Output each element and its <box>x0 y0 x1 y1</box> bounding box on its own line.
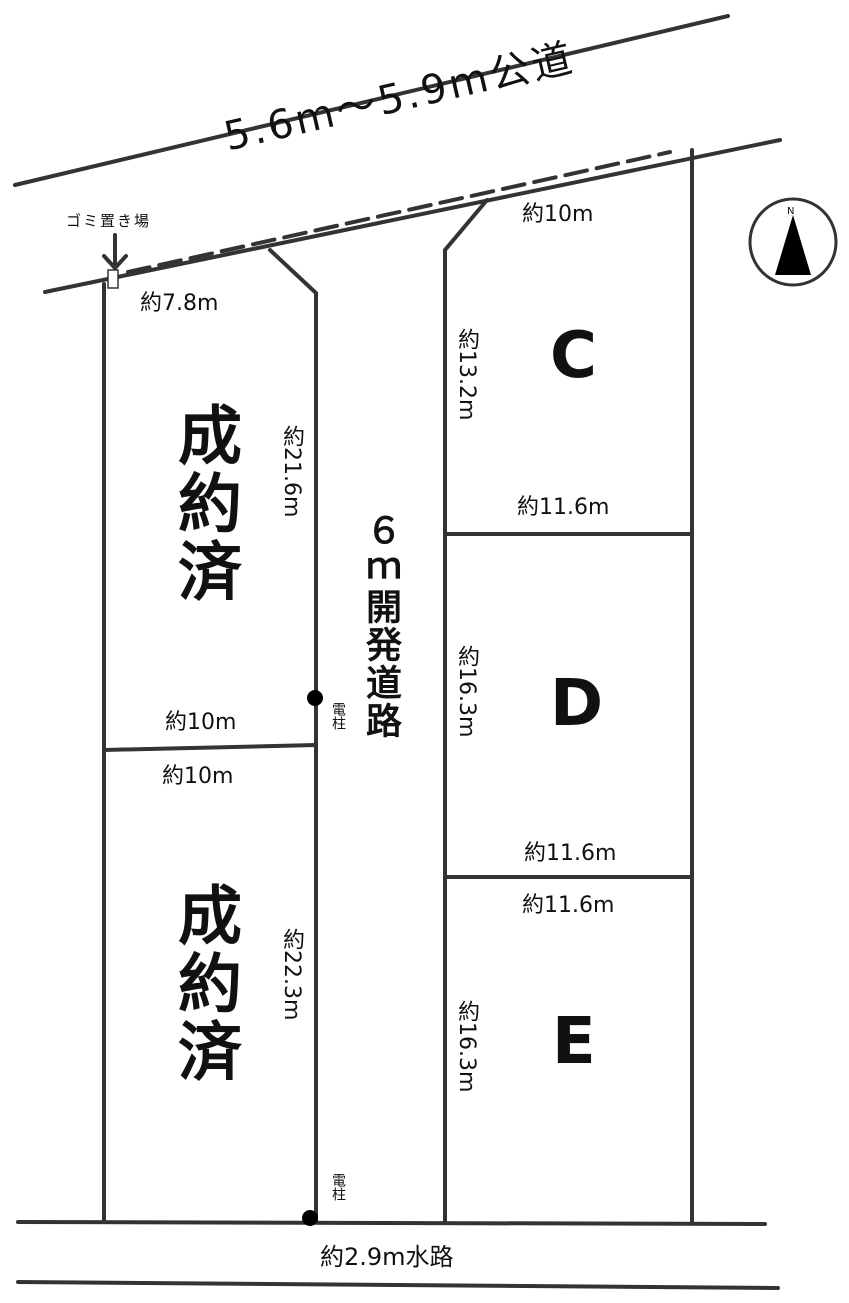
left-lots-right-boundary <box>268 248 318 1224</box>
lower-left-top-dimension: 約10m <box>162 764 234 789</box>
utility-pole-label: 電柱 <box>330 1173 346 1201</box>
lower-left-side-dimension: 約22.3m <box>279 928 304 1021</box>
lot-c-top-dimension: 約10m <box>522 202 594 227</box>
north-arrow-icon <box>748 197 838 287</box>
waterway-upper-edge <box>16 1220 767 1226</box>
lot-c-label: C <box>550 319 597 393</box>
utility-pole-dot <box>307 690 323 706</box>
lot-e-side-dimension: 約16.3m <box>454 1000 479 1093</box>
lot-d-label: D <box>550 667 604 741</box>
lot-d-side-dimension: 約16.3m <box>454 645 479 738</box>
public-road-upper-edge <box>13 14 730 187</box>
upper-left-side-dimension: 約21.6m <box>279 425 304 518</box>
lot-c-side-dimension: 約13.2m <box>454 328 479 421</box>
left-lots-divider <box>102 743 318 752</box>
lot-e-top-dimension: 約11.6m <box>522 893 615 918</box>
garbage-arrowhead <box>102 254 128 271</box>
utility-pole-dot <box>302 1210 318 1226</box>
north-label: N <box>787 206 795 217</box>
garbage-area-marker <box>107 269 119 289</box>
utility-pole-label: 電柱 <box>330 702 346 730</box>
public-road-lower-edge <box>43 138 782 294</box>
development-road-label: ６ｍ開発道路 <box>360 512 401 740</box>
upper-left-top-dimension: 約7.8m <box>140 291 219 316</box>
waterway-lower-edge <box>16 1280 780 1290</box>
lot-c-bottom-dimension: 約11.6m <box>517 495 610 520</box>
garbage-area-label: ゴミ置き場 <box>66 212 152 230</box>
lot-d-bottom-dimension: 約11.6m <box>524 841 617 866</box>
lot-e-label: E <box>552 1005 596 1079</box>
lower-left-status: 成約済 <box>167 882 241 1086</box>
setback-dashed-line <box>126 150 672 274</box>
waterway-label: 約2.9m水路 <box>320 1243 454 1271</box>
upper-left-status: 成約済 <box>167 402 241 606</box>
right-lots-left-boundary <box>443 198 489 1224</box>
upper-left-bottom-dimension: 約10m <box>165 710 237 735</box>
